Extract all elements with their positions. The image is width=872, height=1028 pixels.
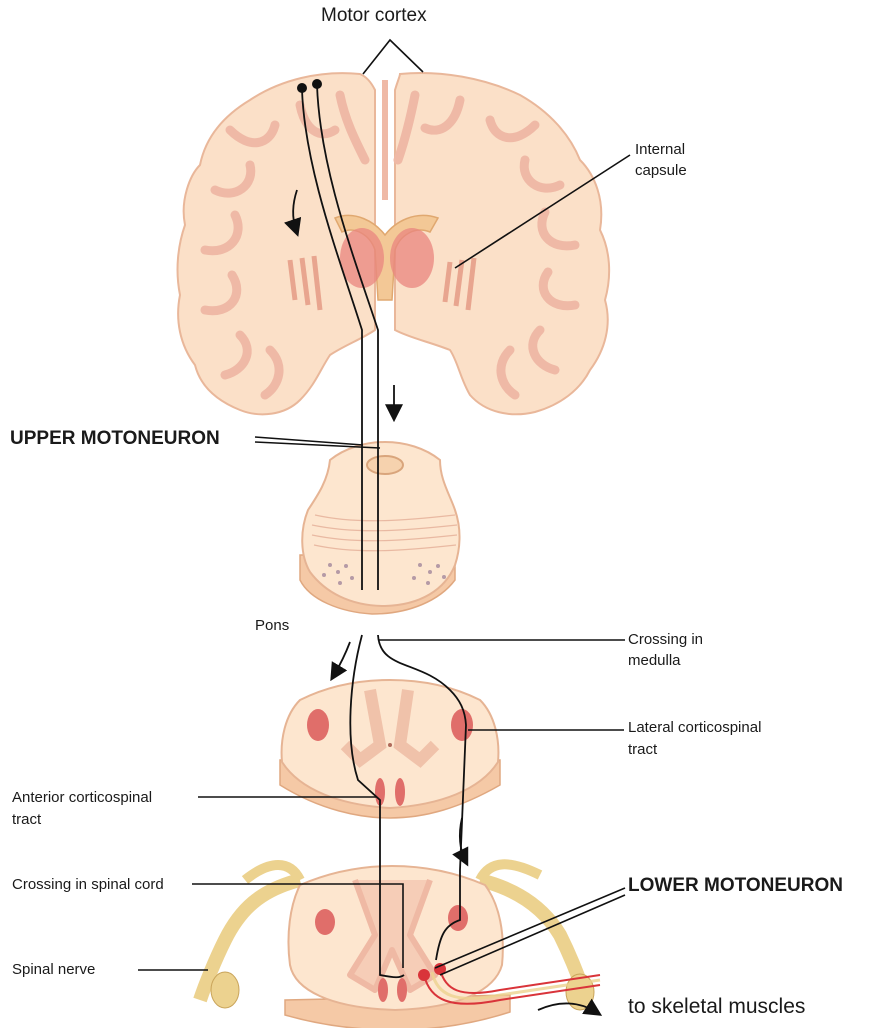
label-crossing-medulla-line2: medulla [628, 651, 681, 670]
label-spinal-nerve: Spinal nerve [12, 960, 95, 979]
label-anterior-cst-line2: tract [12, 810, 41, 829]
label-to-skeletal-muscles: to skeletal muscles [628, 997, 805, 1016]
label-lower-motoneuron: LOWER MOTONEURON [628, 876, 843, 895]
label-crossing-medulla-line1: Crossing in [628, 630, 703, 649]
label-motor-cortex: Motor cortex [321, 6, 427, 25]
brain-coronal-section [178, 73, 610, 414]
label-upper-motoneuron: UPPER MOTONEURON [10, 429, 220, 448]
spinal-left-tract [315, 909, 335, 935]
medulla-left-tract [307, 709, 329, 741]
anterior-tract-right [395, 778, 405, 806]
upper-motoneuron-soma-1 [297, 83, 307, 93]
label-internal-capsule-line2: capsule [635, 161, 687, 180]
label-crossing-spinal-cord: Crossing in spinal cord [12, 875, 164, 894]
label-internal-capsule-line1: Internal [635, 140, 685, 159]
label-lateral-cst-line2: tract [628, 740, 657, 759]
pons-section [300, 442, 460, 614]
label-anterior-cst-line1: Anterior corticospinal [12, 788, 152, 807]
label-pons: Pons [255, 616, 289, 635]
label-lateral-cst-line1: Lateral corticospinal [628, 718, 761, 737]
spinal-cord-section [200, 864, 594, 1028]
right-basal-nucleus [390, 228, 434, 288]
medulla-right-lateral-tract [451, 709, 473, 741]
pons-aqueduct [367, 456, 403, 474]
upper-motoneuron-soma-2 [312, 79, 322, 89]
spinal-right-lateral-tract [448, 905, 468, 931]
